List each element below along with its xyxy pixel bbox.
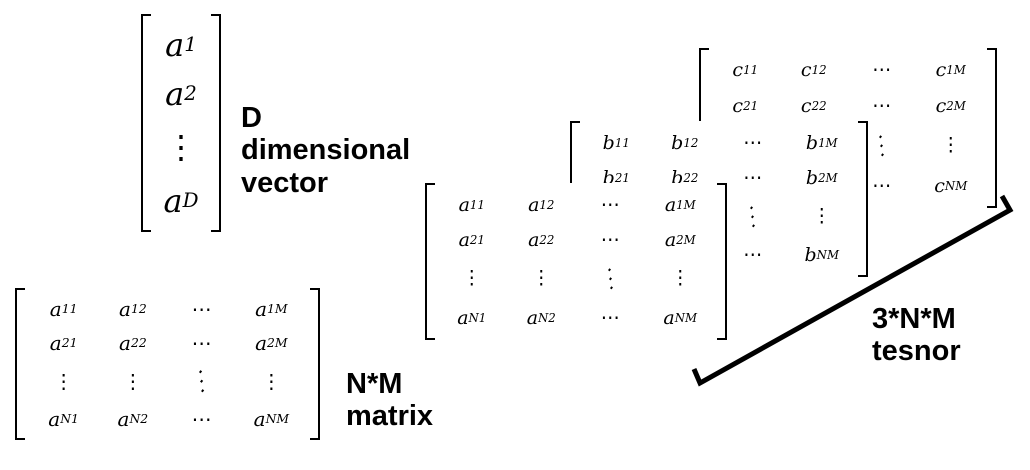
- matrix-cell: ⋮: [670, 267, 690, 290]
- matrix-label-line: matrix: [346, 400, 434, 433]
- matrix-cell: ⋱: [738, 201, 768, 232]
- right-bracket: [310, 288, 320, 440]
- right-bracket: [858, 121, 868, 277]
- matrix-cell: ⋮: [261, 368, 282, 393]
- matrix-cell: ⋮: [531, 267, 551, 290]
- matrix-cell: ⋮: [165, 127, 197, 166]
- vector-label-line: D: [241, 102, 262, 134]
- matrix-cell: ⋮: [122, 368, 143, 393]
- left-bracket: [141, 14, 151, 232]
- matrix-cell: ⋯: [191, 406, 213, 431]
- matrix-cell: ⋮: [53, 368, 74, 393]
- matrix-label-line: N*M: [346, 368, 403, 400]
- matrix-cell: ⋯: [600, 229, 621, 252]
- tensor-label-line: 3*N*M: [872, 303, 956, 335]
- matrix-cell: ⋯: [743, 244, 764, 267]
- matrix-cell: ⋮: [462, 267, 482, 290]
- matrix-cell: ⋮: [812, 204, 832, 227]
- matrix-cell: ⋱: [596, 264, 626, 295]
- matrix-label: N*M matrix: [346, 368, 433, 433]
- vector-label: D dimensional vector: [241, 102, 410, 199]
- left-bracket: [15, 288, 25, 440]
- matrix-cell: ⋯: [872, 59, 893, 82]
- matrix-cell: ⋯: [872, 95, 893, 118]
- right-bracket: [987, 48, 997, 208]
- matrix-cell: ⋯: [872, 174, 893, 197]
- tensor-label-line: tesnor: [872, 335, 961, 368]
- matrix-cell: ⋯: [600, 193, 621, 216]
- vector-label-line: dimensional: [241, 134, 411, 167]
- matrix-cell: ⋱: [186, 365, 218, 398]
- right-bracket: [211, 14, 221, 232]
- matrix-cell: ⋯: [600, 307, 621, 330]
- tensor-label: 3*N*M tesnor: [872, 303, 961, 368]
- right-bracket: [717, 183, 727, 340]
- matrix-cell: ⋯: [191, 331, 213, 356]
- vector-label-line: vector: [241, 166, 329, 199]
- matrix-cell: ⋮: [941, 134, 961, 157]
- matrix-cell: ⋯: [191, 297, 213, 322]
- left-bracket: [425, 183, 435, 340]
- matrix-cell: ⋯: [743, 131, 764, 154]
- matrix-cell: ⋯: [743, 166, 764, 189]
